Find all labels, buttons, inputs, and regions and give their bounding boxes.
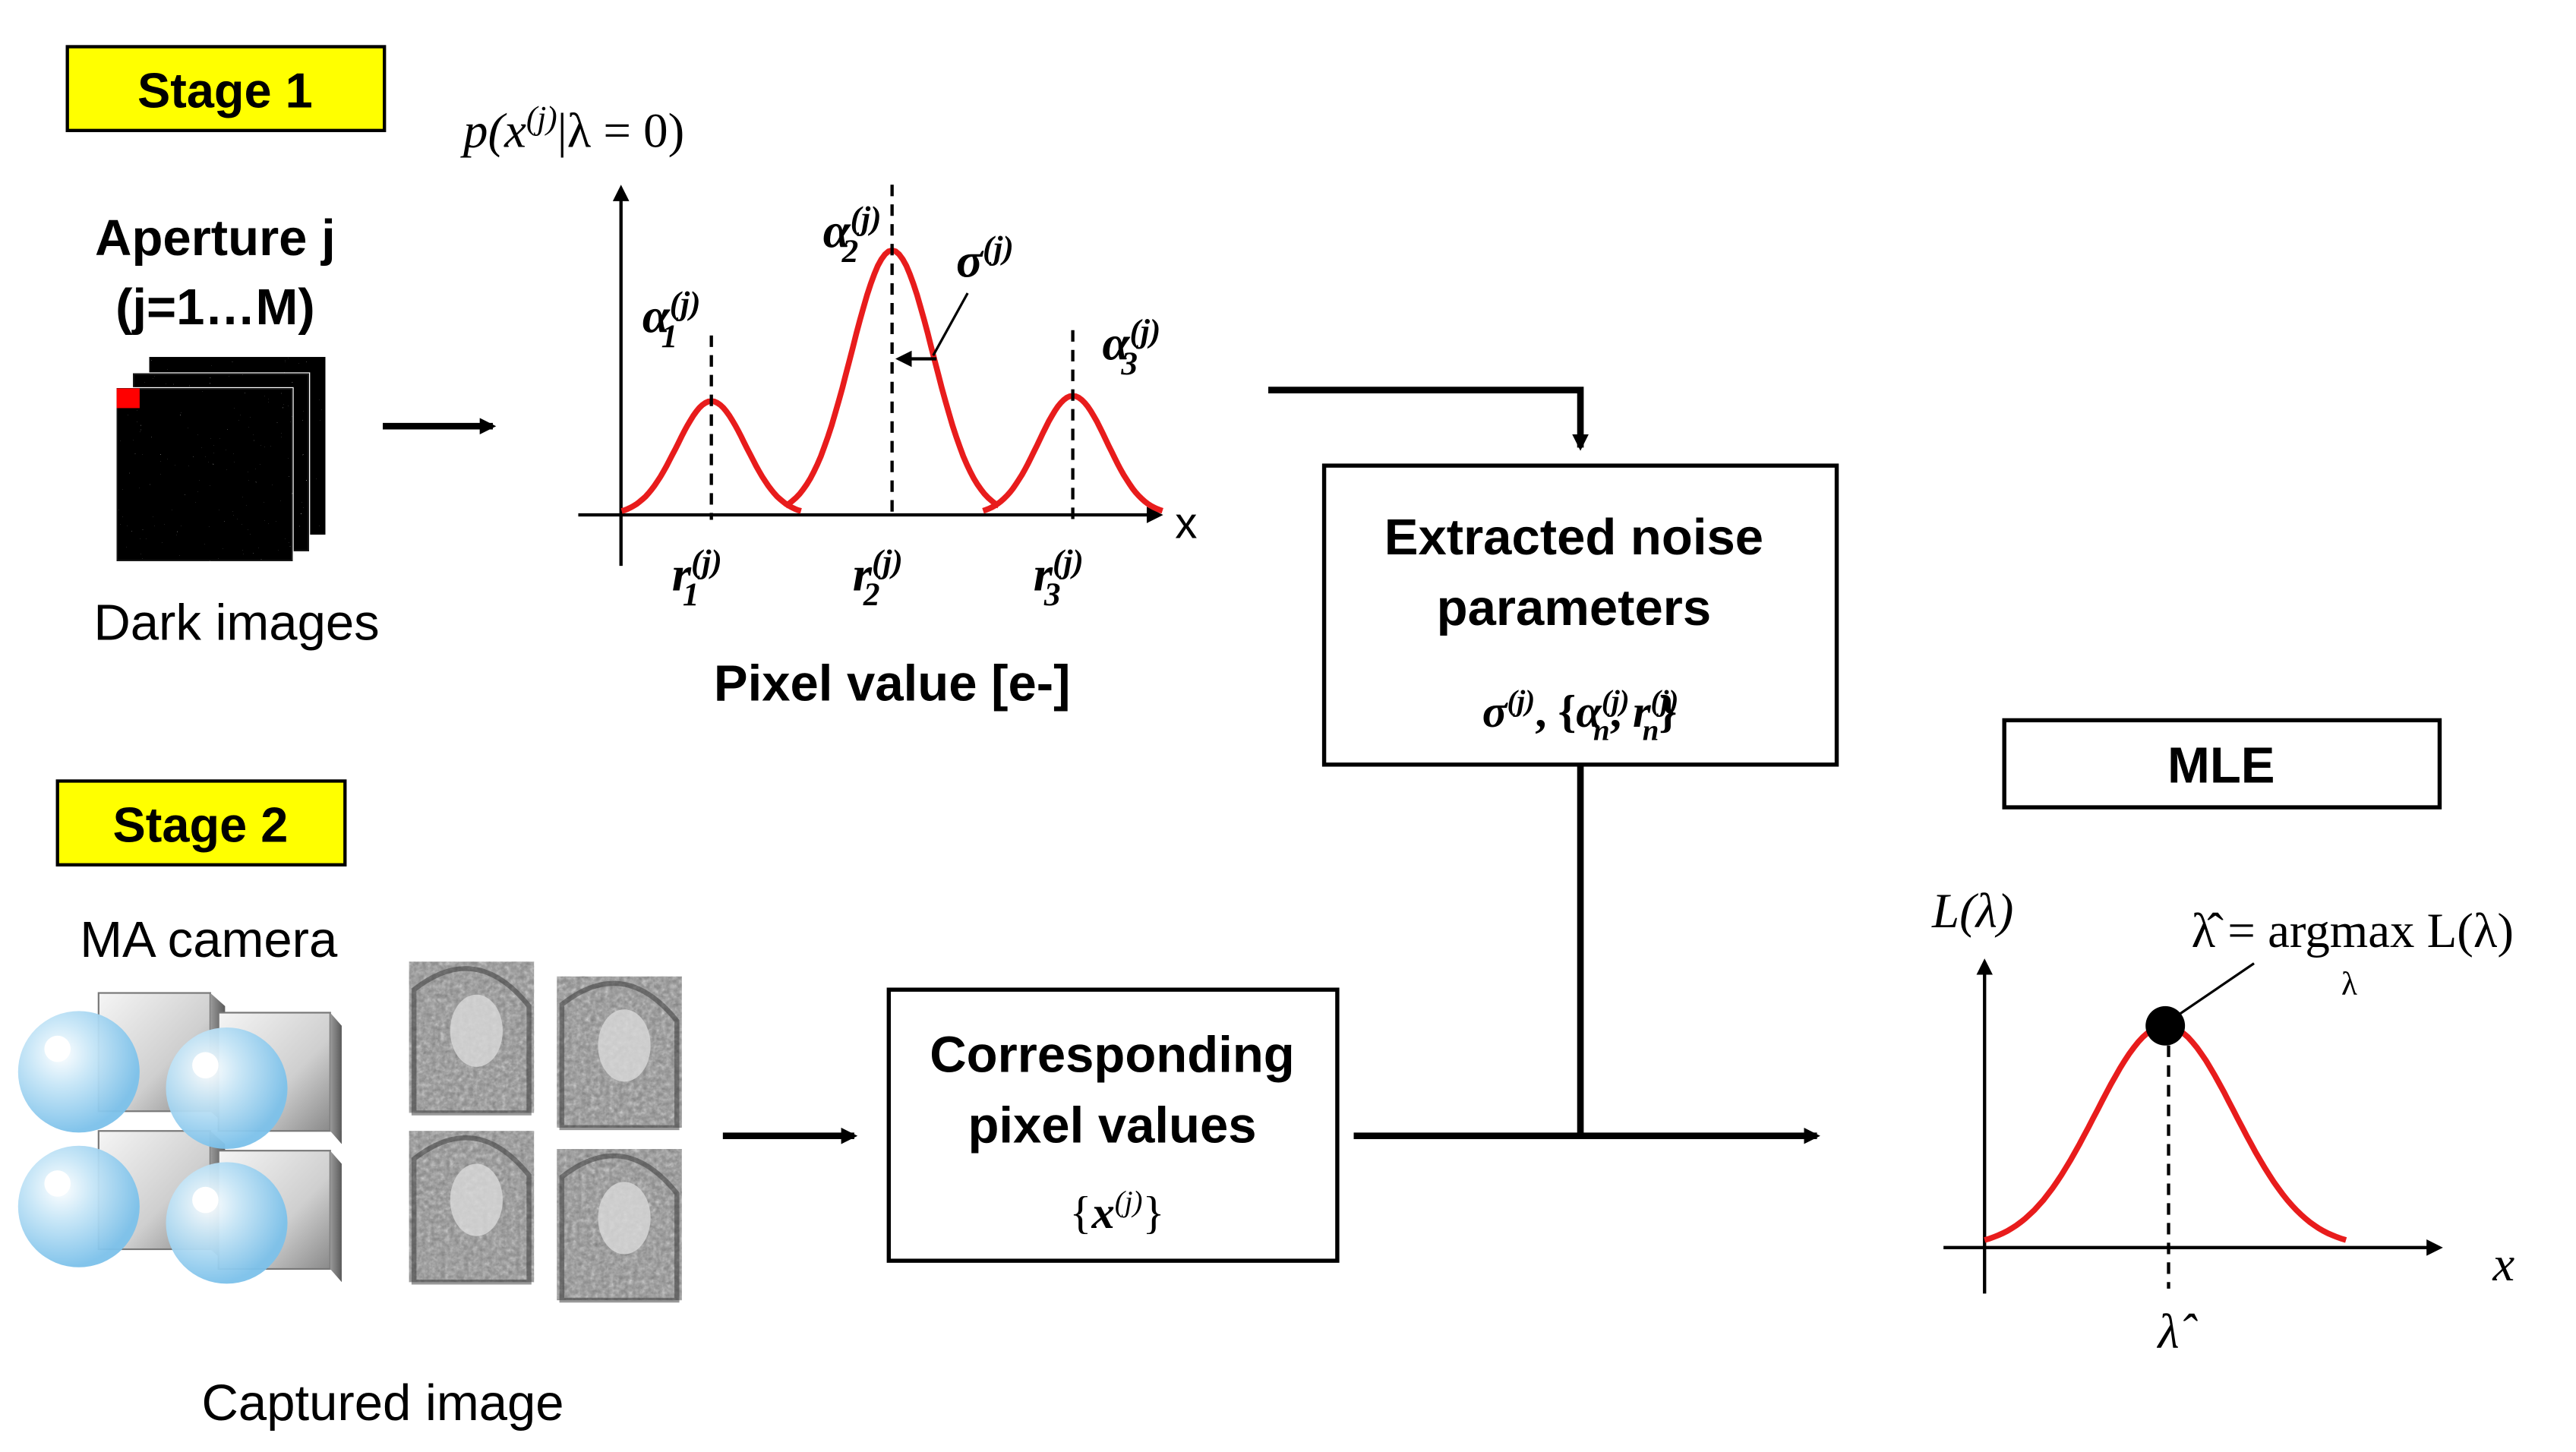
lens-bottom-left	[17, 1145, 140, 1267]
mle-x-axis-label: x	[2492, 1237, 2514, 1292]
stage1-section: Stage 1 Aperture j (j=1…M) Dark images x…	[65, 45, 1589, 712]
pixel-box-line1: Corresponding	[930, 1026, 1295, 1083]
captured-image-2	[557, 976, 682, 1131]
captured-image-3	[409, 1131, 535, 1285]
captured-image-4	[557, 1149, 682, 1303]
peak-position-label-3: r(j)3	[1034, 544, 1084, 613]
peak-position-label-2: r(j)2	[853, 544, 903, 613]
pixel-box-line2: pixel values	[968, 1097, 1256, 1154]
mle-title-box	[2002, 718, 2442, 810]
plot1-y-label: p(x(j)|λ = 0)	[460, 100, 684, 159]
noise-parameters-box: Extracted noise parameters σ(j), {α(j)n,…	[1321, 463, 1839, 767]
mle-estimate-label: λ̂	[2156, 1305, 2198, 1359]
peak-height-label-3: α(j)3	[1103, 313, 1161, 382]
ma-camera-label: MA camera	[80, 911, 338, 968]
likelihood-curve	[1984, 1022, 2347, 1243]
peak-height-label-1: α(j)1	[642, 286, 701, 355]
lens-bottom-right	[166, 1162, 288, 1284]
captured-image-label: Captured image	[202, 1375, 564, 1431]
ma-camera-illustration	[17, 992, 342, 1284]
mle-section: MLE L(λ) x λ̂ = argmax L(λ) λ λ̂	[1931, 718, 2514, 1359]
lens-top-left	[17, 1011, 140, 1133]
aperture-pixel-marker	[116, 388, 140, 409]
mle-formula-sub: λ	[2341, 966, 2357, 1002]
mle-formula: λ̂ = argmax L(λ)	[2192, 904, 2514, 958]
mle-title: MLE	[2167, 737, 2275, 794]
sigma-label: σ(j)	[956, 230, 1014, 289]
dark-images-label: Dark images	[93, 594, 379, 651]
pixel-box-frame	[886, 987, 1340, 1263]
peak-height-label-2: α(j)2	[823, 200, 882, 270]
plot1-xlabel: Pixel value [e-]	[714, 655, 1071, 712]
stage2-section: Stage 2 MA camera	[17, 779, 858, 1431]
stage2-label: Stage 2	[113, 797, 289, 853]
lens-top-right	[166, 1027, 288, 1150]
arrow-plot-to-noise-box	[1268, 387, 1589, 451]
captured-images-grid	[409, 961, 682, 1303]
sigma-leader	[932, 292, 969, 356]
mle-leader-line	[2176, 962, 2255, 1018]
noise-box-formula: σ(j), {α(j)n, r(j)n}	[1482, 684, 1679, 747]
stage1-label: Stage 1	[137, 63, 313, 118]
captured-image-1	[409, 961, 535, 1116]
peak-position-label-1: r(j)1	[672, 544, 722, 613]
noise-box-frame	[1321, 463, 1839, 767]
dark-image-stack	[115, 357, 326, 563]
plot1-x-axis-label: x	[1175, 498, 1197, 548]
noise-distribution-plot: x p(x(j)|λ = 0) α(j)1 r(j)1 α(j)2 r(j)2 α(j)…	[460, 100, 1197, 712]
aperture-title: Aperture j	[95, 210, 336, 267]
aperture-range: (j=1…M)	[115, 279, 315, 336]
pixel-values-box: Corresponding pixel values {x(j)}	[886, 987, 1340, 1263]
noise-box-line1: Extracted noise	[1384, 509, 1763, 566]
stage1-label-box	[65, 45, 387, 132]
noise-box-line2: parameters	[1437, 579, 1712, 636]
pixel-box-formula: {x(j)}	[1069, 1185, 1164, 1239]
mle-peak-marker	[2145, 1005, 2186, 1046]
mle-y-label: L(λ)	[1931, 884, 2013, 939]
stage2-label-box	[55, 779, 347, 866]
